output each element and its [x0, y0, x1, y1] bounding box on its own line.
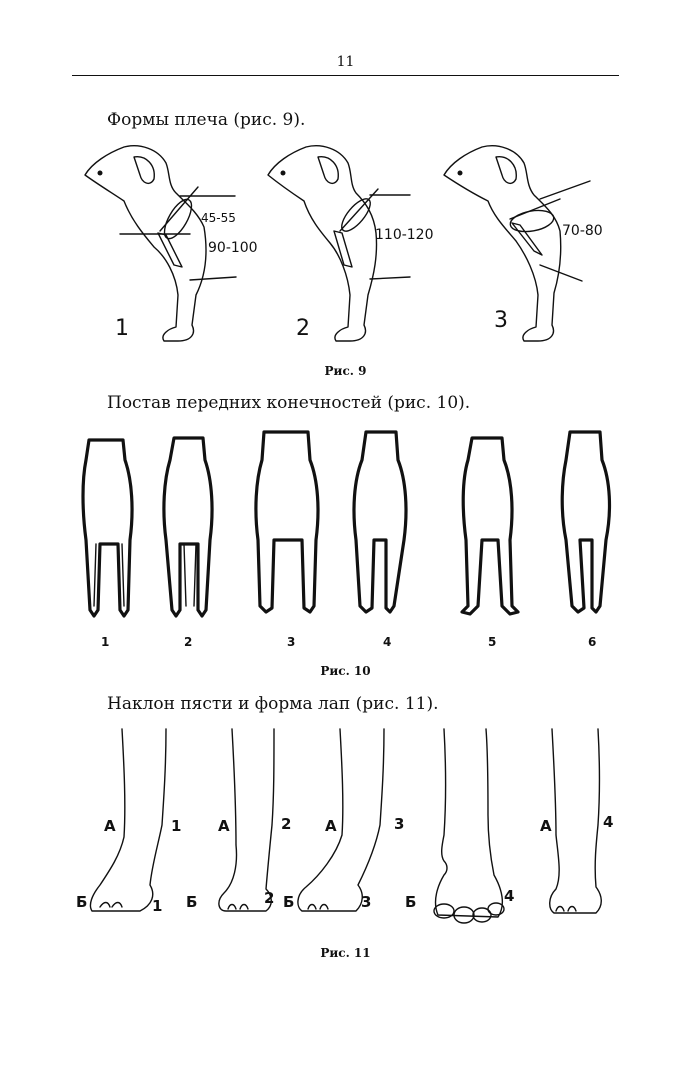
leg-2-label-b: Б	[186, 893, 197, 911]
leg-3-label-3-bottom: 3	[361, 893, 371, 911]
leg-5-label-a: А	[540, 817, 552, 835]
forelimb-pair-5	[460, 436, 520, 616]
figure-10-caption: Рис. 10	[320, 664, 371, 678]
forelimb-pair-2	[162, 436, 214, 618]
leg-1-label-1-bottom: 1	[152, 897, 162, 915]
figure-10-label-2: 2	[184, 635, 192, 649]
leg-outline-4	[433, 728, 505, 924]
forelimb-pair-6	[560, 430, 612, 614]
dog-silhouette-2	[267, 145, 411, 342]
angle-label-70-80: 70-80	[562, 223, 603, 239]
leg-outline-1	[89, 728, 167, 912]
shoulder-forms-figure: 45-55 90-100 1 110-120 2 70-80 3	[84, 145, 603, 342]
header-rule	[72, 75, 619, 76]
leg-2-label-2-top: 2	[281, 815, 291, 833]
forelimb-pair-3	[254, 430, 320, 614]
figure-9-label-2: 2	[296, 316, 310, 341]
forelimb-stance-figure: 1 2 3 4 5 6	[81, 430, 612, 649]
page-number: 11	[336, 54, 355, 70]
figure-9-label-1: 1	[115, 316, 129, 341]
forelimb-stance-heading: Постав передних конечностей (рис. 10).	[107, 393, 471, 413]
dog-silhouette-3	[443, 145, 591, 342]
leg-1-label-b: Б	[76, 893, 87, 911]
figure-10-label-6: 6	[588, 635, 596, 649]
figure-10-label-4: 4	[383, 635, 391, 649]
dog-silhouette-1	[84, 145, 237, 342]
pastern-slope-heading: Наклон пясти и форма лап (рис. 11).	[107, 694, 439, 714]
leg-2-label-a: А	[218, 817, 230, 835]
pastern-slope-figure: А 1 Б 1 А 2 Б 2 А 3 Б 3 Б 4 А 4	[76, 728, 613, 924]
leg-4-label-b: Б	[405, 893, 416, 911]
figure-9-caption: Рис. 9	[324, 364, 367, 378]
leg-4-label-4: 4	[504, 887, 514, 905]
figure-11-caption: Рис. 11	[320, 946, 371, 960]
leg-1-label-a: А	[104, 817, 116, 835]
forelimb-pair-4	[352, 430, 408, 614]
figure-10-label-5: 5	[488, 635, 496, 649]
leg-3-label-3-top: 3	[394, 815, 404, 833]
figure-10-label-1: 1	[101, 635, 109, 649]
leg-5-label-4: 4	[603, 813, 613, 831]
leg-3-label-b: Б	[283, 893, 294, 911]
forelimb-pair-1	[81, 438, 134, 618]
figure-9-label-3: 3	[494, 308, 508, 333]
leg-outline-5	[549, 728, 602, 914]
angle-label-110-120: 110-120	[375, 227, 434, 243]
figure-10-label-3: 3	[287, 635, 295, 649]
shoulder-forms-heading: Формы плеча (рис. 9).	[107, 110, 306, 130]
leg-3-label-a: А	[325, 817, 337, 835]
angle-label-90-100: 90-100	[208, 240, 258, 256]
leg-2-label-2-bottom: 2	[264, 889, 274, 907]
leg-outline-2	[218, 728, 275, 912]
angle-label-45-55: 45-55	[201, 211, 236, 225]
leg-outline-3	[297, 728, 385, 912]
leg-1-label-1-top: 1	[171, 817, 181, 835]
